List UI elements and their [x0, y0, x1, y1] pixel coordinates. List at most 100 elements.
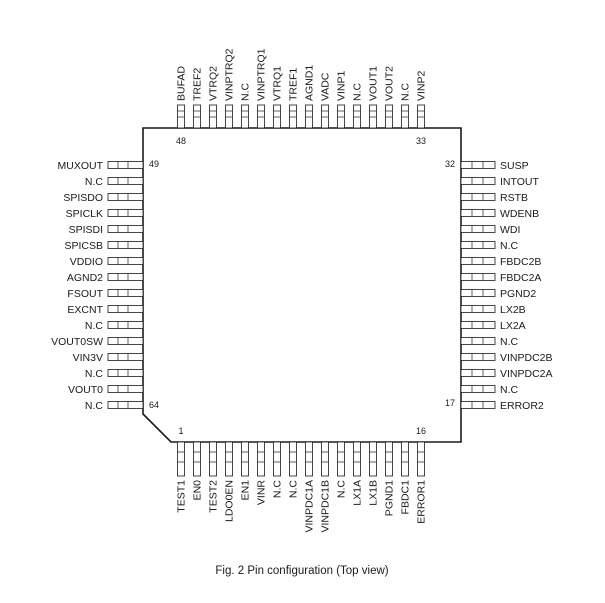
pin-label-28: N.C [500, 336, 519, 348]
pin-43 [257, 104, 265, 129]
pin-number-64: 64 [149, 400, 159, 410]
pin-label-36: VOUT1 [368, 66, 380, 101]
pin-label-30: VINPDC2A [500, 368, 553, 380]
pin-label-51: SPISDO [63, 192, 103, 204]
pin-label-56: AGND2 [67, 272, 103, 284]
pin-label-32: ERROR2 [500, 400, 544, 412]
pin-61 [107, 353, 144, 361]
pin-4 [225, 441, 233, 477]
pin-9 [305, 441, 313, 477]
pin-38 [337, 104, 345, 129]
pin-30 [460, 369, 496, 377]
pin-15 [401, 441, 409, 477]
pin-number-48: 48 [176, 136, 186, 146]
pin-label-12: LX1A [352, 480, 364, 506]
pin-64 [107, 401, 144, 409]
pin-56 [107, 273, 144, 281]
pin-label-29: VINPDC2B [500, 352, 553, 364]
pin-label-58: EXCNT [67, 304, 103, 316]
pin-label-62: N.C [85, 368, 104, 380]
pin-21 [460, 225, 496, 233]
pin-44 [241, 104, 249, 129]
pin-label-3: TEST2 [208, 480, 220, 513]
pin-label-57: FSOUT [67, 288, 103, 300]
pin-5 [241, 441, 249, 477]
pin-37 [353, 104, 361, 129]
pin-label-40: AGND1 [304, 65, 316, 101]
pin-label-61: VIN3V [73, 352, 103, 364]
pin-34 [401, 104, 409, 129]
pin-31 [460, 385, 496, 393]
pin-1 [177, 441, 185, 477]
pin-23 [460, 257, 496, 265]
pin-label-33: VINP2 [416, 70, 428, 101]
pin-19 [460, 193, 496, 201]
pin-13 [369, 441, 377, 477]
pin-label-21: WDI [500, 224, 520, 236]
pin-label-50: N.C [85, 176, 104, 188]
pin-28 [460, 337, 496, 345]
pin-58 [107, 305, 144, 313]
pin-number-16: 16 [416, 426, 426, 436]
pin-label-15: FBDC1 [400, 480, 412, 515]
pin-53 [107, 225, 144, 233]
pin-number-33: 33 [416, 136, 426, 146]
pin-12 [353, 441, 361, 477]
pin-40 [305, 104, 313, 129]
pin-54 [107, 241, 144, 249]
pin-7 [273, 441, 281, 477]
pin-label-31: N.C [500, 384, 519, 396]
pin-label-23: FBDC2B [500, 256, 541, 268]
pin-18 [460, 177, 496, 185]
pin-number-17: 17 [445, 398, 455, 408]
pin-label-27: LX2A [500, 320, 526, 332]
pin-label-14: PGND1 [384, 480, 396, 516]
pin-number-49: 49 [149, 159, 159, 169]
pin-label-20: WDENB [500, 208, 539, 220]
pin-25 [460, 289, 496, 297]
pin-label-2: EN0 [192, 480, 204, 501]
pin-label-49: MUXOUT [58, 160, 104, 172]
pin-label-64: N.C [85, 400, 104, 412]
pin-45 [225, 104, 233, 129]
pin-57 [107, 289, 144, 297]
pin-59 [107, 321, 144, 329]
pin-label-5: EN1 [240, 480, 252, 501]
pin-17 [460, 161, 496, 169]
pin-label-52: SPICLK [66, 208, 103, 220]
pin-52 [107, 209, 144, 217]
pin-label-11: N.C [336, 480, 348, 499]
pin-2 [193, 441, 201, 477]
pin-label-18: INTOUT [500, 176, 539, 188]
pin-63 [107, 385, 144, 393]
pin-label-45: VINPTRQ2 [224, 48, 236, 101]
pin-label-41: TREF1 [288, 68, 300, 101]
right-pin-row: SUSPINTOUTRSTBWDENBWDIN.CFBDC2BFBDC2APGN… [460, 160, 553, 412]
pin-35 [385, 104, 393, 129]
pin-label-63: VOUT0 [68, 384, 103, 396]
pin-label-38: VINP1 [336, 70, 348, 101]
pin-label-47: TREF2 [192, 68, 204, 101]
pin-42 [273, 104, 281, 129]
pin-label-37: N.C [352, 83, 364, 102]
pin-46 [209, 104, 217, 129]
pin-32 [460, 401, 496, 409]
pin-label-8: N.C [288, 480, 300, 499]
pin-label-35: VOUT2 [384, 66, 396, 101]
pin-24 [460, 273, 496, 281]
pin-47 [193, 104, 201, 129]
pin-label-54: SPICSB [64, 240, 103, 252]
pin-label-19: RSTB [500, 192, 528, 204]
pin-22 [460, 241, 496, 249]
pin-label-24: FBDC2A [500, 272, 541, 284]
pin-label-48: BUFAD [176, 66, 188, 101]
pin-14 [385, 441, 393, 477]
pin-label-43: VINPTRQ1 [256, 48, 268, 101]
pin-50 [107, 177, 144, 185]
pin-62 [107, 369, 144, 377]
pin-label-46: VTRQ2 [208, 66, 220, 101]
pin-label-25: PGND2 [500, 288, 536, 300]
pin-39 [321, 104, 329, 129]
